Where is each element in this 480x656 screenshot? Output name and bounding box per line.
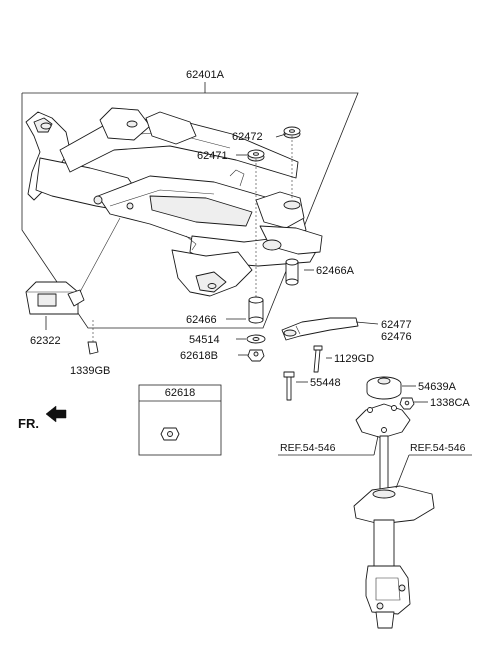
label-fr: FR. — [18, 416, 39, 431]
label-62477: 62477 — [381, 319, 412, 331]
bolt-1129GD — [313, 345, 323, 373]
label-ref-right: REF.54-546 — [410, 442, 466, 454]
crossmember-drawing — [25, 107, 323, 297]
label-62476: 62476 — [381, 331, 412, 343]
bushing-62466A — [285, 258, 299, 286]
front-direction-arrow — [45, 405, 67, 423]
label-inset-62618: 62618 — [165, 387, 196, 399]
label-62401A: 62401A — [186, 69, 225, 81]
bushing-62466 — [248, 296, 264, 324]
label-1338CA: 1338CA — [430, 397, 470, 409]
nut-1338CA — [399, 397, 415, 410]
label-1339GB: 1339GB — [70, 365, 110, 377]
bracket-62477-62476 — [281, 317, 359, 341]
label-54639A: 54639A — [418, 381, 457, 393]
label-62322: 62322 — [30, 335, 61, 347]
insulator-54639A — [366, 376, 402, 400]
mount-bracket-62322 — [25, 281, 85, 315]
leader-lines — [226, 133, 472, 489]
label-ref-left: REF.54-546 — [280, 442, 336, 454]
label-62466A: 62466A — [316, 265, 355, 277]
nut-62618B — [247, 349, 265, 362]
crossmember-frame — [21, 82, 359, 329]
part-labels: 62401A 62472 62471 62466A 62466 62477 62… — [18, 69, 470, 454]
label-54514: 54514 — [189, 334, 220, 346]
label-62472: 62472 — [232, 131, 263, 143]
strut-assembly — [353, 403, 435, 629]
inset-box — [138, 384, 222, 456]
bolt-1339GB — [87, 320, 99, 355]
washer-54514 — [246, 334, 266, 344]
label-1129GD: 1129GD — [334, 353, 374, 365]
label-62466: 62466 — [186, 314, 217, 326]
label-62618B: 62618B — [180, 350, 218, 362]
bolt-55448 — [283, 371, 295, 401]
label-55448: 55448 — [310, 377, 341, 389]
label-62471: 62471 — [197, 150, 228, 162]
